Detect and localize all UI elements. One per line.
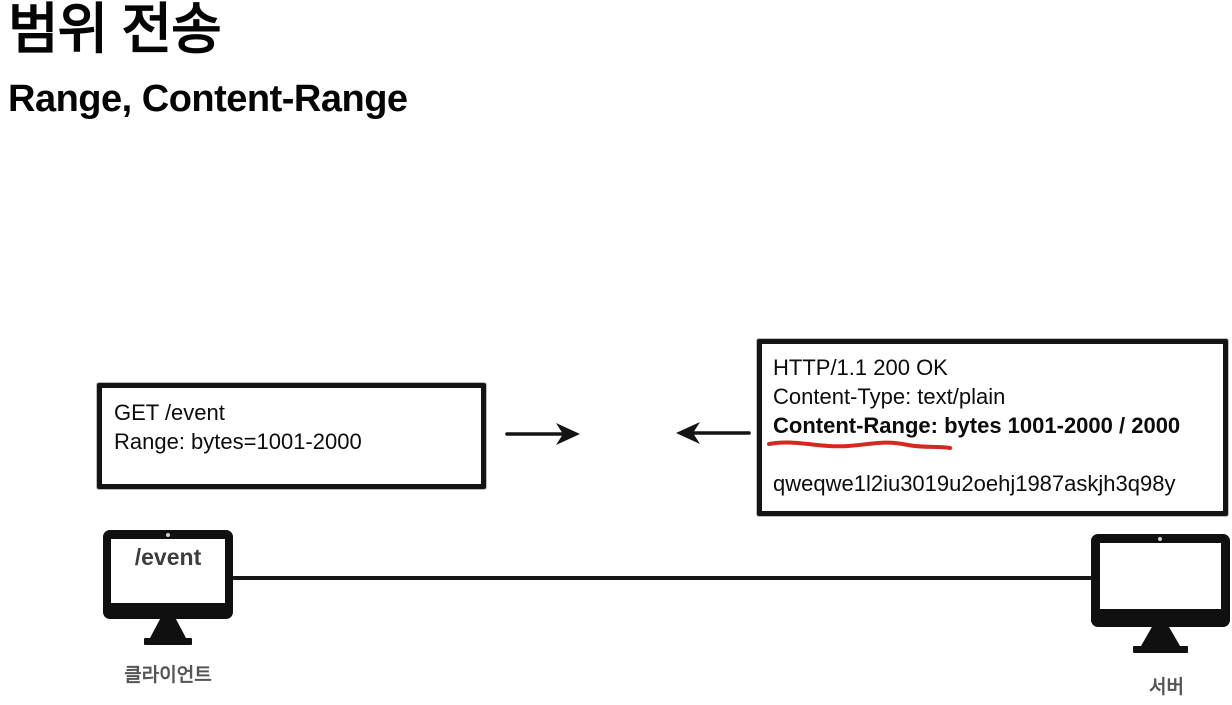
server-label: 서버 <box>1149 677 1184 698</box>
response-arrow-icon <box>676 422 751 444</box>
webcam-dot-icon <box>1158 537 1162 541</box>
network-connection-line <box>232 576 1092 580</box>
client-label: 클라이언트 <box>124 665 212 686</box>
monitor-stand <box>150 619 186 638</box>
client-computer-icon: /event <box>103 530 233 646</box>
monitor-stand <box>1141 627 1180 646</box>
monitor-screen <box>1100 543 1221 609</box>
request-line-method: GET /event <box>114 400 225 425</box>
request-line-range-header: Range: bytes=1001-2000 <box>114 429 362 454</box>
response-message-box: HTTP/1.1 200 OK Content-Type: text/plain… <box>757 339 1228 516</box>
response-body-text: qweqwe1l2iu3019u2oehj1987askjh3q98y <box>773 471 1176 496</box>
response-line-content-range: Content-Range: bytes 1001-2000 / 2000 <box>773 413 1181 438</box>
request-arrow-icon <box>505 423 580 445</box>
monitor-base <box>144 638 192 645</box>
monitor-base <box>1133 646 1188 653</box>
monitor-screen: /event <box>111 539 225 603</box>
response-blank-line <box>773 440 1212 469</box>
page-title: 범위 전송 <box>8 0 222 60</box>
response-line-content-type: Content-Type: text/plain <box>773 384 1006 409</box>
client-screen-text: /event <box>134 544 202 570</box>
response-line-status: HTTP/1.1 200 OK <box>773 355 948 380</box>
webcam-dot-icon <box>166 533 170 537</box>
server-computer-icon <box>1091 534 1230 653</box>
request-message-box: GET /event Range: bytes=1001-2000 <box>97 383 486 489</box>
page-subtitle: Range, Content-Range <box>8 78 408 120</box>
